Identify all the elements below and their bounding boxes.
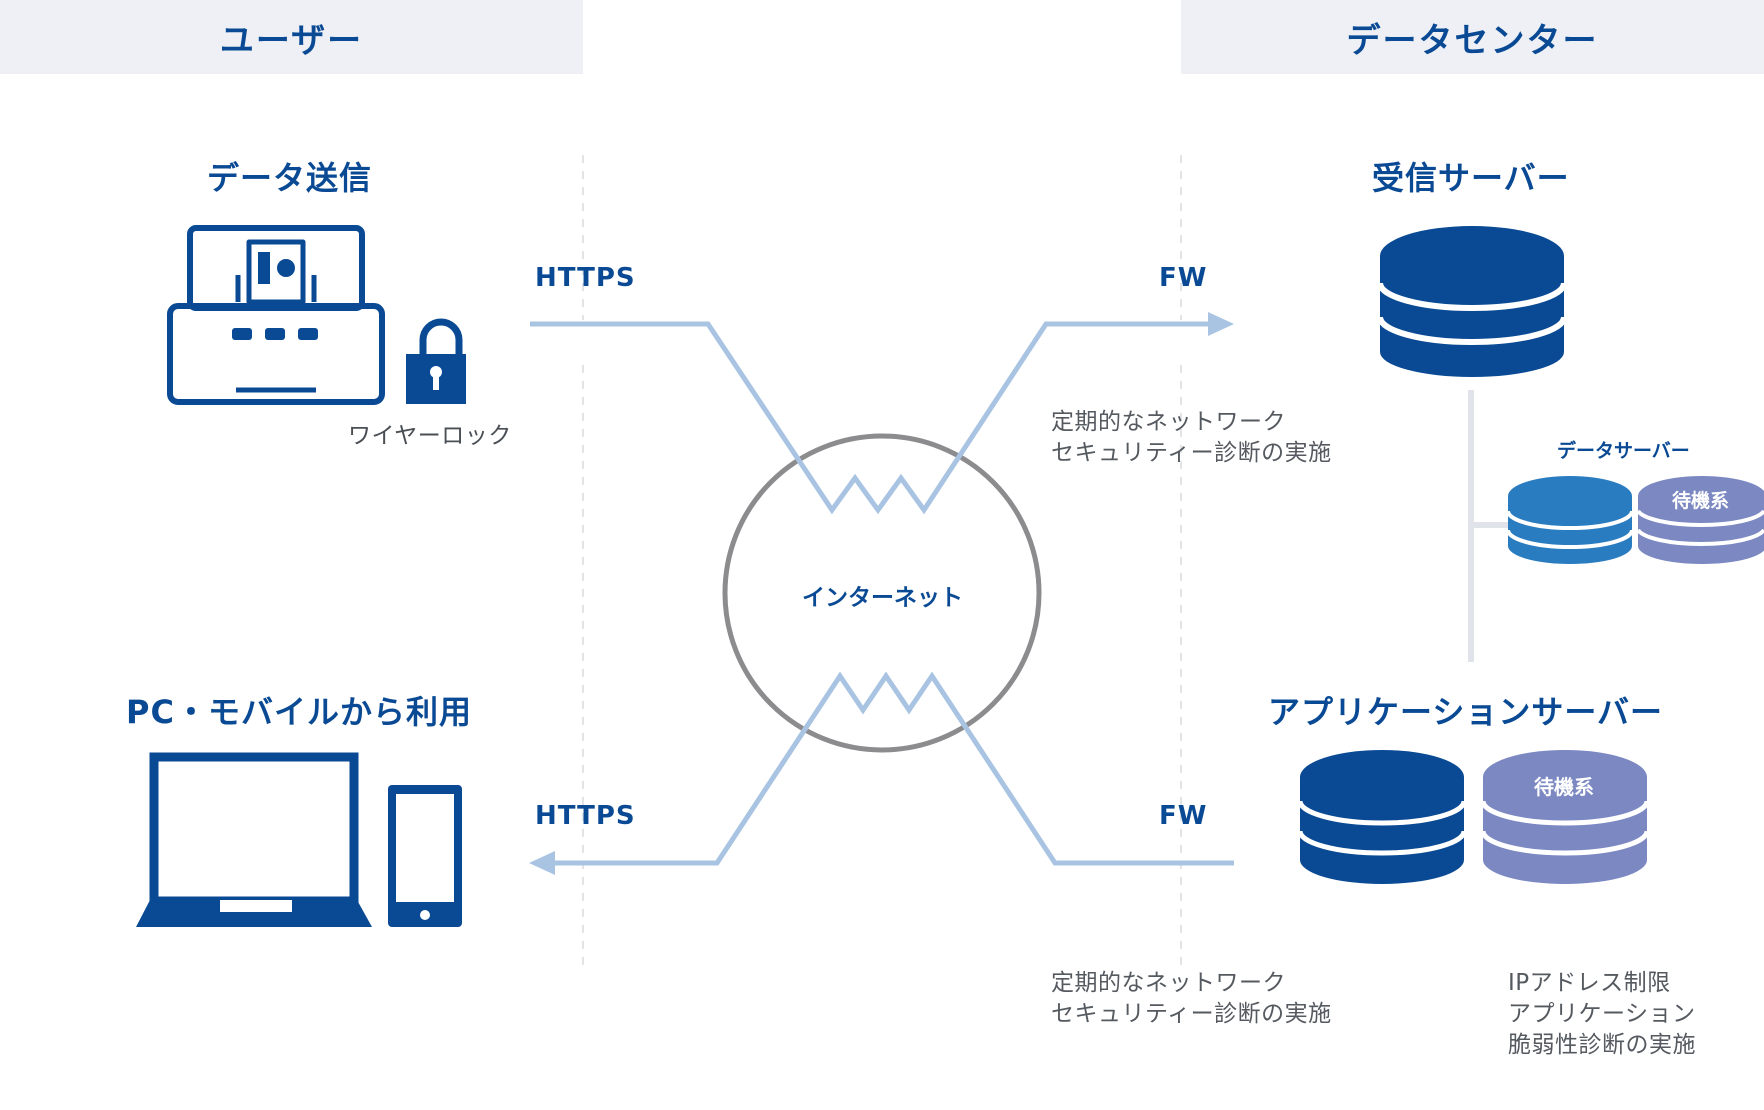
app-server-standby-database [1480, 750, 1650, 884]
bottom-security-note-line-1: 定期的なネットワーク [1051, 970, 1286, 996]
app-server-title: アプリケーションサーバー [1268, 693, 1664, 731]
divider-lines [582, 155, 1182, 970]
laptop-icon [136, 752, 372, 927]
receive-server-title: 受信サーバー [1372, 159, 1570, 197]
download-link-line [548, 671, 1234, 866]
user-header-label: ユーザー [219, 20, 364, 61]
padlock-icon [406, 318, 466, 404]
https-download-label: HTTPS [535, 801, 636, 831]
user-header: ユーザー [0, 0, 583, 74]
scanner-icon [167, 225, 385, 405]
app-security-note: IPアドレス制限 アプリケーション 脆弱性診断の実施 [1508, 968, 1696, 1061]
data-send-title: データ送信 [207, 159, 373, 197]
database-icon [1377, 226, 1567, 377]
app-security-note-line-1: IPアドレス制限 [1508, 970, 1671, 996]
bottom-security-note: 定期的なネットワーク セキュリティー診断の実施 [1051, 968, 1332, 1030]
data-server-standby-label: 待機系 [1672, 490, 1730, 512]
arrow-left-icon [529, 851, 555, 875]
bottom-security-note-line-2: セキュリティー診断の実施 [1051, 1001, 1332, 1027]
datacenter-header: データセンター [1181, 0, 1764, 74]
top-security-note-line-2: セキュリティー診断の実施 [1051, 440, 1332, 466]
data-server-database [1506, 476, 1634, 564]
https-upload-label: HTTPS [535, 263, 636, 293]
arrow-right-icon [1208, 312, 1234, 336]
data-server-standby-database [1636, 476, 1764, 564]
fw-download-label: FW [1159, 801, 1208, 831]
app-security-note-line-2: アプリケーション [1508, 1001, 1696, 1027]
datacenter-header-label: データセンター [1346, 20, 1599, 61]
smartphone-icon [388, 785, 462, 927]
internet-circle [722, 433, 1042, 753]
wire-lock-label: ワイヤーロック [348, 423, 512, 449]
app-security-note-line-3: 脆弱性診断の実施 [1508, 1032, 1696, 1058]
top-security-note-line-1: 定期的なネットワーク [1051, 409, 1286, 435]
data-server-title: データサーバー [1557, 440, 1690, 462]
top-security-note: 定期的なネットワーク セキュリティー診断の実施 [1051, 407, 1332, 469]
scanner-detail [232, 252, 318, 340]
datacenter-connector [1468, 390, 1510, 662]
app-server-standby-label: 待機系 [1534, 775, 1594, 799]
upload-link-line [530, 321, 1215, 515]
internet-label: インターネット [802, 585, 963, 611]
pc-mobile-title: PC・モバイルから利用 [126, 693, 472, 731]
fw-upload-label: FW [1159, 263, 1208, 293]
app-server-database [1297, 750, 1467, 884]
